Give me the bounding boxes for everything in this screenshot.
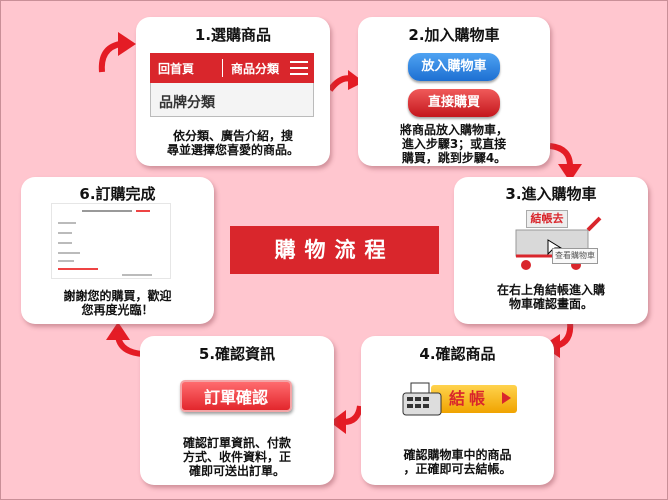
desc-line: 謝謝您的購買，歡迎 bbox=[63, 289, 172, 303]
step-card-add-to-cart: 2.加入購物車 放入購物車 直接購買 將商品放入購物車， 進入步驟3；或直接 購… bbox=[358, 17, 550, 166]
step-card-confirm-products: 4.確認商品 結帳 確認購物車中的商品 ，正確即可去結帳。 bbox=[361, 336, 554, 485]
desc-line: 確認購物車中的商品 bbox=[403, 448, 512, 462]
brand-category-label[interactable]: 品牌分類 bbox=[150, 83, 314, 117]
desc-line: 在右上角結帳進入購 bbox=[496, 283, 605, 297]
desc-line: 確即可送出訂單。 bbox=[188, 464, 285, 478]
checkout-illustration: 結帳 bbox=[401, 381, 517, 416]
step-card-select-products: 1.選購商品 回首頁 商品分類 品牌分類 依分類、廣告介紹，搜 尋並選擇您喜愛的… bbox=[136, 17, 330, 166]
desc-line: 依分類、廣告介紹，搜 bbox=[172, 129, 293, 143]
nav-bar: 回首頁 商品分類 bbox=[150, 53, 314, 83]
order-summary-thumbnail bbox=[51, 203, 171, 279]
shopping-process-title: 購物流程 bbox=[230, 226, 439, 274]
step-description: 將商品放入購物車， 進入步驟3；或直接 購買，跳到步驟4。 bbox=[358, 123, 550, 165]
step-title: 2.加入購物車 bbox=[408, 26, 500, 44]
step-description: 謝謝您的購買，歡迎 您再度光臨！ bbox=[21, 289, 214, 317]
desc-line: 尋並選擇您喜愛的商品。 bbox=[166, 143, 299, 157]
hamburger-menu-icon[interactable] bbox=[290, 61, 308, 75]
step-description: 確認購物車中的商品 ，正確即可去結帳。 bbox=[361, 448, 554, 476]
arrow-5-to-6 bbox=[106, 322, 143, 357]
step-description: 確認訂單資訊、付款 方式、收件資料，正 確即可送出訂單。 bbox=[140, 436, 334, 478]
desc-line: 您再度光臨！ bbox=[81, 303, 154, 317]
desc-line: 確認訂單資訊、付款 bbox=[182, 436, 291, 450]
desc-line: 進入步驟3；或直接 bbox=[401, 137, 507, 151]
arrow-6-to-1 bbox=[98, 32, 136, 73]
step-title: 5.確認資訊 bbox=[198, 345, 276, 363]
step-title: 3.進入購物車 bbox=[505, 185, 597, 203]
step-title: 6.訂購完成 bbox=[79, 185, 156, 203]
checkout-go-label[interactable]: 結帳去 bbox=[526, 210, 568, 228]
step-title: 4.確認商品 bbox=[419, 345, 496, 363]
home-link[interactable]: 回首頁 bbox=[158, 61, 195, 76]
cash-register-icon bbox=[402, 382, 442, 416]
order-confirm-button[interactable]: 訂單確認 bbox=[180, 380, 292, 412]
desc-line: 購買，跳到步驟4。 bbox=[401, 151, 507, 165]
desc-line: 方式、收件資料，正 bbox=[182, 450, 291, 464]
step-title: 1.選購商品 bbox=[194, 26, 272, 44]
step-card-order-complete: 6.訂購完成 謝謝您的購買，歡迎 您再度光臨！ bbox=[21, 177, 214, 324]
buy-now-button[interactable]: 直接購買 bbox=[408, 89, 500, 117]
cart-illustration: 結帳去 查看購物車 bbox=[512, 210, 602, 270]
add-to-cart-button[interactable]: 放入購物車 bbox=[408, 53, 500, 81]
arrow-2-to-3 bbox=[549, 143, 582, 182]
step-card-confirm-info: 5.確認資訊 訂單確認 確認訂單資訊、付款 方式、收件資料，正 確即可送出訂單。 bbox=[140, 336, 334, 485]
divider bbox=[222, 59, 223, 77]
arrow-4-to-5 bbox=[330, 405, 363, 434]
desc-line: 將商品放入購物車， bbox=[399, 123, 508, 137]
desc-line: 物車確認畫面。 bbox=[508, 297, 593, 311]
play-arrow-icon bbox=[502, 392, 511, 404]
arrow-1-to-2 bbox=[327, 70, 364, 92]
step-description: 依分類、廣告介紹，搜 尋並選擇您喜愛的商品。 bbox=[136, 129, 330, 157]
step-description: 在右上角結帳進入購 物車確認畫面。 bbox=[454, 283, 648, 311]
category-link[interactable]: 商品分類 bbox=[231, 61, 280, 76]
step-card-enter-cart: 3.進入購物車 結帳去 查看購物車 在右上角結帳進入購 物車確認畫面。 bbox=[454, 177, 648, 324]
desc-line: ，正確即可去結帳。 bbox=[403, 462, 512, 476]
view-cart-button[interactable]: 查看購物車 bbox=[552, 248, 598, 264]
